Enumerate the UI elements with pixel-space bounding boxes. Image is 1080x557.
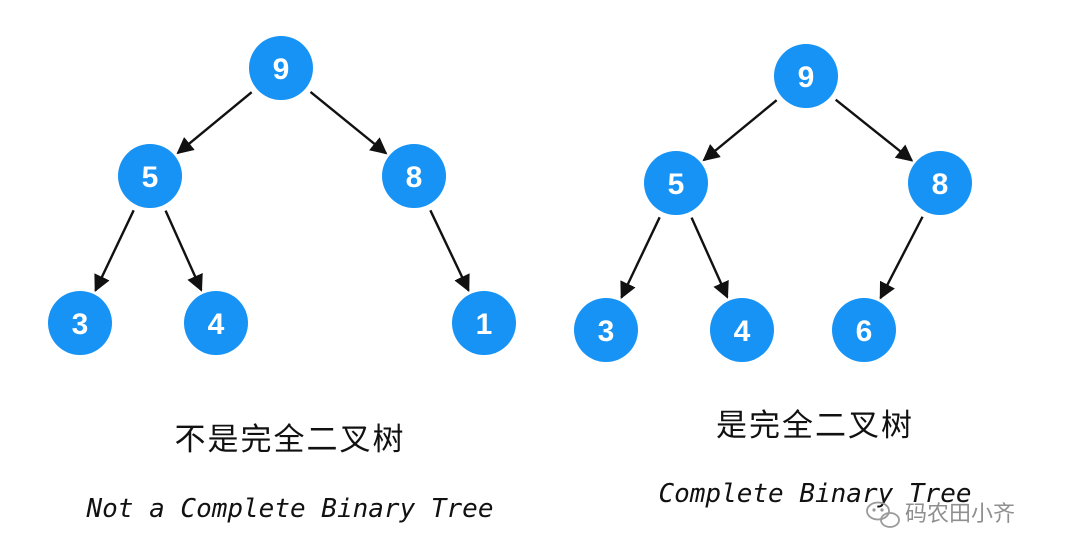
tree-node: 9 [774, 44, 838, 108]
node-circle [48, 291, 112, 355]
node-label: 3 [72, 308, 89, 341]
caption-cn-not-complete: 不是完全二叉树 [175, 422, 406, 458]
edge-a-c [309, 91, 388, 155]
tree-node: 6 [832, 298, 896, 362]
node-circle [710, 298, 774, 362]
node-circle [118, 144, 182, 208]
watermark-text: 码农田小齐 [905, 502, 1015, 527]
node-label: 3 [598, 315, 615, 348]
watermark: 码农田小齐 [866, 501, 1015, 528]
node-circle [184, 291, 248, 355]
tree-node: 4 [184, 291, 248, 355]
tree-node: 8 [908, 151, 972, 215]
node-label: 8 [406, 161, 423, 194]
node-circle [644, 151, 708, 215]
tree-not-complete: 9 5 8 3 4 1 [48, 36, 516, 355]
tree-complete: 9 5 8 3 4 6 [574, 44, 972, 362]
node-circle [574, 298, 638, 362]
node-circle [249, 36, 313, 100]
wechat-icon [866, 501, 900, 528]
node-label: 4 [734, 315, 751, 348]
tree-node: 4 [710, 298, 774, 362]
tree-node: 8 [382, 144, 446, 208]
tree-node: 5 [118, 144, 182, 208]
node-label: 9 [273, 53, 290, 86]
edge-b-d [94, 209, 135, 293]
node-label: 5 [668, 168, 685, 201]
caption-en-not-complete: Not a Complete Binary Tree [86, 494, 494, 524]
edge-c-f [429, 209, 470, 293]
edge-c-f [879, 216, 924, 300]
edge-b-d [620, 216, 661, 300]
tree-node: 3 [48, 291, 112, 355]
node-circle [832, 298, 896, 362]
node-label: 1 [476, 308, 493, 341]
node-label: 6 [856, 315, 873, 348]
edge-b-e [690, 217, 729, 299]
node-label: 9 [798, 61, 815, 94]
tree-node: 5 [644, 151, 708, 215]
tree-node: 9 [249, 36, 313, 100]
edge-a-b [702, 99, 778, 162]
tree-node: 1 [452, 291, 516, 355]
caption-cn-complete: 是完全二叉树 [716, 408, 914, 444]
node-label: 4 [208, 308, 225, 341]
edge-b-e [164, 210, 203, 292]
node-label: 5 [142, 161, 159, 194]
tree-node: 3 [574, 298, 638, 362]
node-circle [774, 44, 838, 108]
node-circle [908, 151, 972, 215]
node-circle [452, 291, 516, 355]
node-circle [382, 144, 446, 208]
node-label: 8 [932, 168, 949, 201]
caption-en-complete: Complete Binary Tree [658, 479, 971, 509]
edge-a-b [176, 91, 253, 155]
edge-a-c [834, 98, 914, 162]
